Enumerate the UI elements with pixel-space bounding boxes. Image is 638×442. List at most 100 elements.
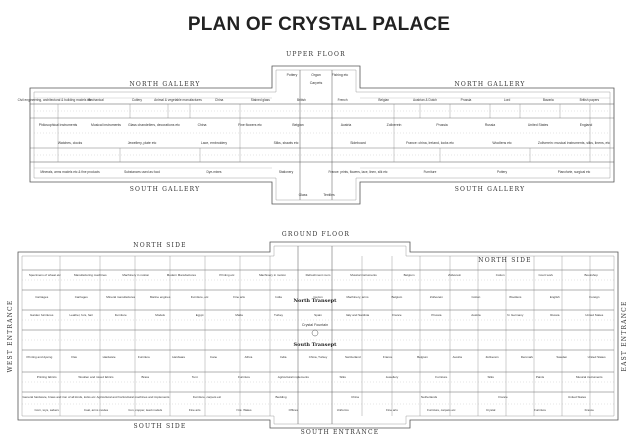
room-label: Foreign	[589, 295, 600, 299]
room-label: China	[215, 98, 224, 102]
north-side-label: NORTH SIDE	[133, 242, 186, 249]
room-label: Silks	[340, 375, 347, 379]
room-label: Flax	[71, 355, 77, 359]
south-side-label: SOUTH SIDE	[134, 423, 187, 430]
room-label: Civil engineering, architectural & build…	[18, 98, 92, 102]
room-label: Minerals, arms models etc & fine product…	[40, 170, 100, 174]
room-label: Models	[155, 313, 165, 317]
room-label: Belgian	[292, 123, 303, 127]
room-label: Jewellery, plate etc	[128, 141, 157, 145]
room-label: Lace, embroidery	[201, 141, 228, 145]
room-label: Garden furnitures	[30, 313, 54, 317]
room-label: United States	[568, 395, 587, 399]
room-label: France: prints, flowers, lace, linen, si…	[329, 170, 388, 174]
room-label: Switzerland	[345, 355, 361, 359]
room-label: Italy and Sardinia	[346, 313, 370, 317]
north-gallery-right-label: NORTH GALLERY	[454, 81, 525, 88]
room-label: France	[498, 395, 508, 399]
room-label: Cutlery	[132, 98, 143, 102]
room-label: Hardware	[103, 355, 116, 359]
room-label: Corn, toys, sabers	[35, 408, 60, 412]
room-label: Denmark	[521, 355, 534, 359]
room-label: Furniture	[424, 170, 437, 174]
room-label: Printing fabrics	[37, 375, 57, 379]
room-label: Furniture	[238, 375, 250, 379]
room-label: Crystal	[486, 408, 496, 412]
room-label: China	[351, 395, 359, 399]
room-label: Textiles	[323, 193, 335, 197]
room-label: Cotton	[496, 273, 505, 277]
upper-row-1: Civil engineering, architectural & build…	[18, 98, 600, 102]
room-label: Egypt	[196, 313, 204, 317]
room-label: Printing and dyeing	[27, 355, 53, 359]
room-label: Tent	[192, 375, 198, 379]
room-label: France	[585, 408, 595, 412]
room-label: Spain	[314, 313, 322, 317]
room-label: Iron, copper, lead models	[128, 408, 162, 412]
room-label: Carriages	[75, 295, 89, 299]
room-label: Russia	[550, 313, 560, 317]
room-label: Austria	[453, 355, 463, 359]
room-label: United States	[585, 313, 604, 317]
room-label: Mechanical	[88, 98, 104, 102]
room-label: Paints	[536, 375, 545, 379]
room-label: Agricultural implements	[278, 375, 310, 379]
room-label: Fine arts	[189, 408, 201, 412]
room-label: Mineral manufactures	[106, 295, 135, 299]
room-label: Glass chandeliers, decorations etc	[128, 123, 180, 127]
room-label: French	[338, 98, 348, 102]
room-label: United States	[588, 355, 607, 359]
room-label: Cane	[210, 355, 218, 359]
room-label: Pottery	[287, 73, 298, 77]
south-entrance-label: SOUTH ENTRANCE	[301, 429, 380, 436]
room-label: Carriages	[35, 295, 49, 299]
room-label: Furniture, carpets etc	[193, 395, 222, 399]
room-label: Russia	[485, 123, 495, 127]
room-label: Woollen and mixed fabrics	[78, 375, 114, 379]
upper-floor-inner-outline	[33, 69, 611, 201]
room-label: England	[580, 123, 593, 127]
room-label: Bavaria	[543, 98, 554, 102]
room-label: Substances used as food	[124, 170, 160, 174]
room-label: France	[392, 313, 402, 317]
south-gallery-right-label: SOUTH GALLERY	[455, 186, 526, 193]
ground-south-row-2: Printing fabrics Woollen and mixed fabric…	[37, 375, 603, 379]
room-label: Bedding	[275, 395, 286, 399]
north-transept-label: North Transept	[294, 298, 338, 304]
upper-floor-outline	[29, 65, 615, 205]
room-label: Woollens etc	[492, 141, 512, 145]
room-label: Bookshop	[585, 273, 599, 277]
ground-south-row-3: General hardware, brass and iron of all …	[22, 395, 586, 399]
room-label: Pottery	[497, 170, 508, 174]
room-label: Machinery, arms	[347, 295, 369, 299]
room-label: Cotton	[471, 295, 480, 299]
room-label: Furniture	[138, 355, 150, 359]
room-label: India	[280, 355, 287, 359]
upper-transept-mid: Carpets	[310, 81, 323, 85]
room-label: Silks, shawls etc	[274, 141, 299, 145]
room-label: Court work	[538, 273, 553, 277]
upper-floor-label: UPPER FLOOR	[286, 51, 346, 58]
ground-mid-row: Carriages Carriages Mineral manufactures Ma…	[35, 295, 600, 299]
room-label: British papers	[580, 98, 600, 102]
room-label: Coal, arms modes	[84, 408, 109, 412]
room-label: Pianoforte, surgical etc	[558, 170, 591, 174]
upper-row-3: Watches, clocks Jewellery, plate etc Lace,…	[58, 141, 611, 145]
room-label: Refreshment room	[306, 273, 331, 277]
room-label: Organ	[311, 73, 321, 77]
room-label: Manufacturing machines	[74, 273, 107, 277]
room-label: Uniforms	[337, 408, 350, 412]
ground-floor-outline	[17, 241, 619, 429]
room-label: Prussia	[436, 123, 447, 127]
east-entrance-label: EAST ENTRANCE	[621, 300, 628, 371]
room-label: Fine flowers etc	[238, 123, 262, 127]
room-label: Jewellery	[386, 375, 399, 379]
room-label: China, Turkey	[309, 355, 328, 359]
room-label: Watches, clocks	[58, 141, 83, 145]
room-label: United States	[528, 123, 549, 127]
